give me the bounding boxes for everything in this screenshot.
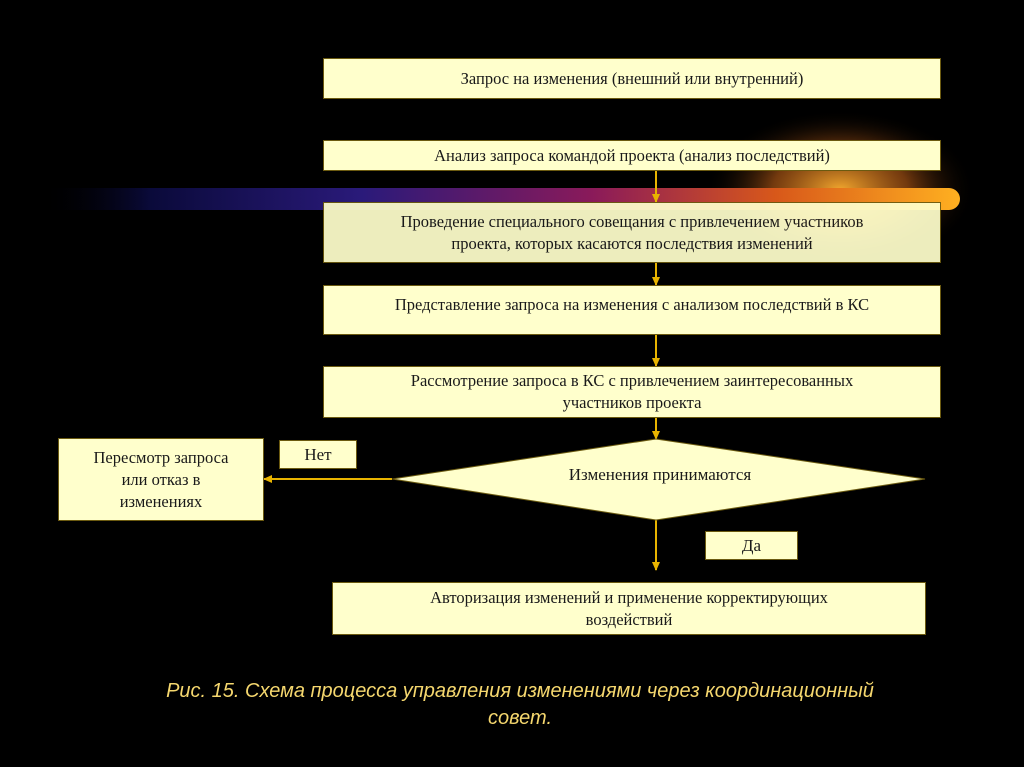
- node-reject-line1: Пересмотр запроса: [93, 447, 229, 467]
- node-change-request-text: Запрос на изменения (внешний или внутрен…: [460, 68, 804, 88]
- node-authorization-line2: воздействий: [585, 609, 673, 629]
- node-reject: Пересмотр запроса или отказ в изменениях: [58, 438, 264, 521]
- node-presentation-text: Представление запроса на изменения с ана…: [394, 295, 870, 314]
- node-presentation: Представление запроса на изменения с ана…: [323, 285, 941, 335]
- node-special-meeting-line2: проекта, которых касаются последствия из…: [451, 233, 813, 253]
- node-ks-review: Рассмотрение запроса в КС с привлечением…: [323, 366, 941, 418]
- figure-caption-line2: совет.: [487, 707, 552, 729]
- node-ks-review-line2: участников проекта: [562, 393, 702, 412]
- node-authorization-line1: Авторизация изменений и применение корре…: [430, 587, 828, 607]
- node-special-meeting-line1: Проведение специального совещания с прив…: [400, 211, 864, 231]
- yes-label: Да: [705, 531, 798, 560]
- node-authorization: Авторизация изменений и применение корре…: [332, 582, 926, 635]
- no-label: Нет: [279, 440, 357, 469]
- decision-text: Изменения принимаются: [568, 465, 752, 484]
- node-change-request: Запрос на изменения (внешний или внутрен…: [323, 58, 941, 99]
- node-reject-line3: изменениях: [119, 491, 203, 511]
- node-ks-review-line1: Рассмотрение запроса в КС с привлечением…: [410, 371, 854, 390]
- node-team-analysis: Анализ запроса командой проекта (анализ …: [323, 140, 941, 171]
- node-team-analysis-text: Анализ запроса командой проекта (анализ …: [434, 145, 830, 165]
- figure-caption-line1: Рис. 15. Схема процесса управления измен…: [166, 680, 874, 702]
- node-special-meeting: Проведение специального совещания с прив…: [323, 202, 941, 263]
- decision-diamond: [391, 438, 926, 521]
- figure-caption: Рис. 15. Схема процесса управления измен…: [60, 678, 980, 732]
- node-reject-line2: или отказ в: [121, 469, 201, 489]
